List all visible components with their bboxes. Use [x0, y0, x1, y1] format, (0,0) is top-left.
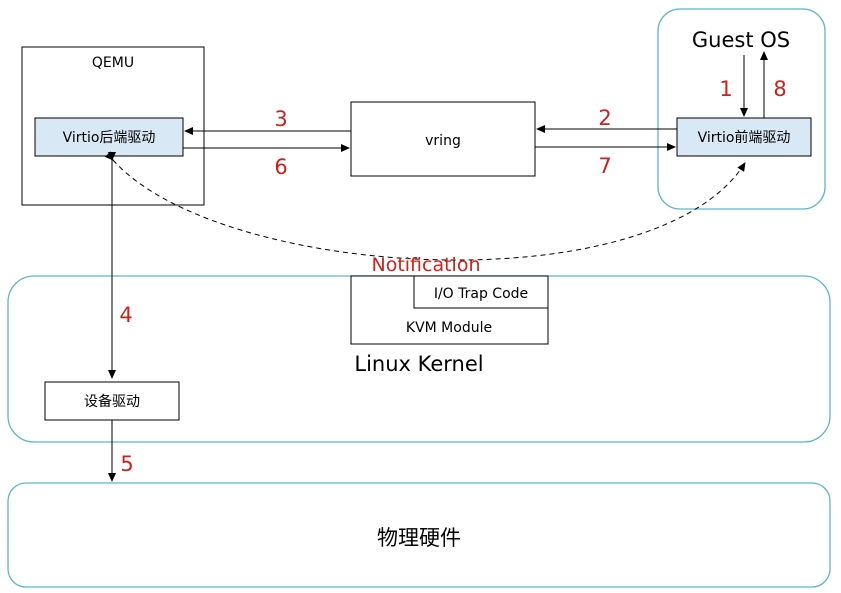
qemu-title: QEMU — [92, 55, 134, 71]
io-trap-code-label: I/O Trap Code — [434, 286, 528, 302]
kvm-module-label: KVM Module — [406, 320, 492, 336]
notification-curve — [104, 151, 746, 261]
step-label-7: 7 — [598, 154, 611, 178]
step-label-8: 8 — [773, 77, 786, 101]
step-label-5: 5 — [120, 452, 133, 476]
vring-label: vring — [425, 133, 461, 149]
step-label-3: 3 — [274, 107, 287, 131]
io-trap-code-box — [413, 275, 549, 309]
physical-hardware-box — [7, 482, 831, 588]
notification-label: Notification — [371, 254, 480, 276]
step-label-2: 2 — [598, 106, 611, 130]
step-label-6: 6 — [274, 155, 287, 179]
virtio-backend-driver-box — [34, 117, 184, 157]
virtio-frontend-driver-box — [676, 117, 812, 157]
virtio-backend-driver-label: Virtio后端驱动 — [63, 130, 156, 146]
virtio-frontend-driver-label: Virtio前端驱动 — [698, 129, 791, 146]
step-label-1: 1 — [719, 77, 732, 101]
guest-os-title: Guest OS — [692, 28, 790, 52]
guest-os-container — [657, 8, 826, 210]
step-label-4: 4 — [119, 303, 132, 327]
linux-kernel-title: Linux Kernel — [354, 352, 483, 376]
device-driver-box — [44, 381, 180, 421]
physical-hardware-label: 物理硬件 — [377, 526, 461, 550]
device-driver-label: 设备驱动 — [84, 393, 140, 410]
